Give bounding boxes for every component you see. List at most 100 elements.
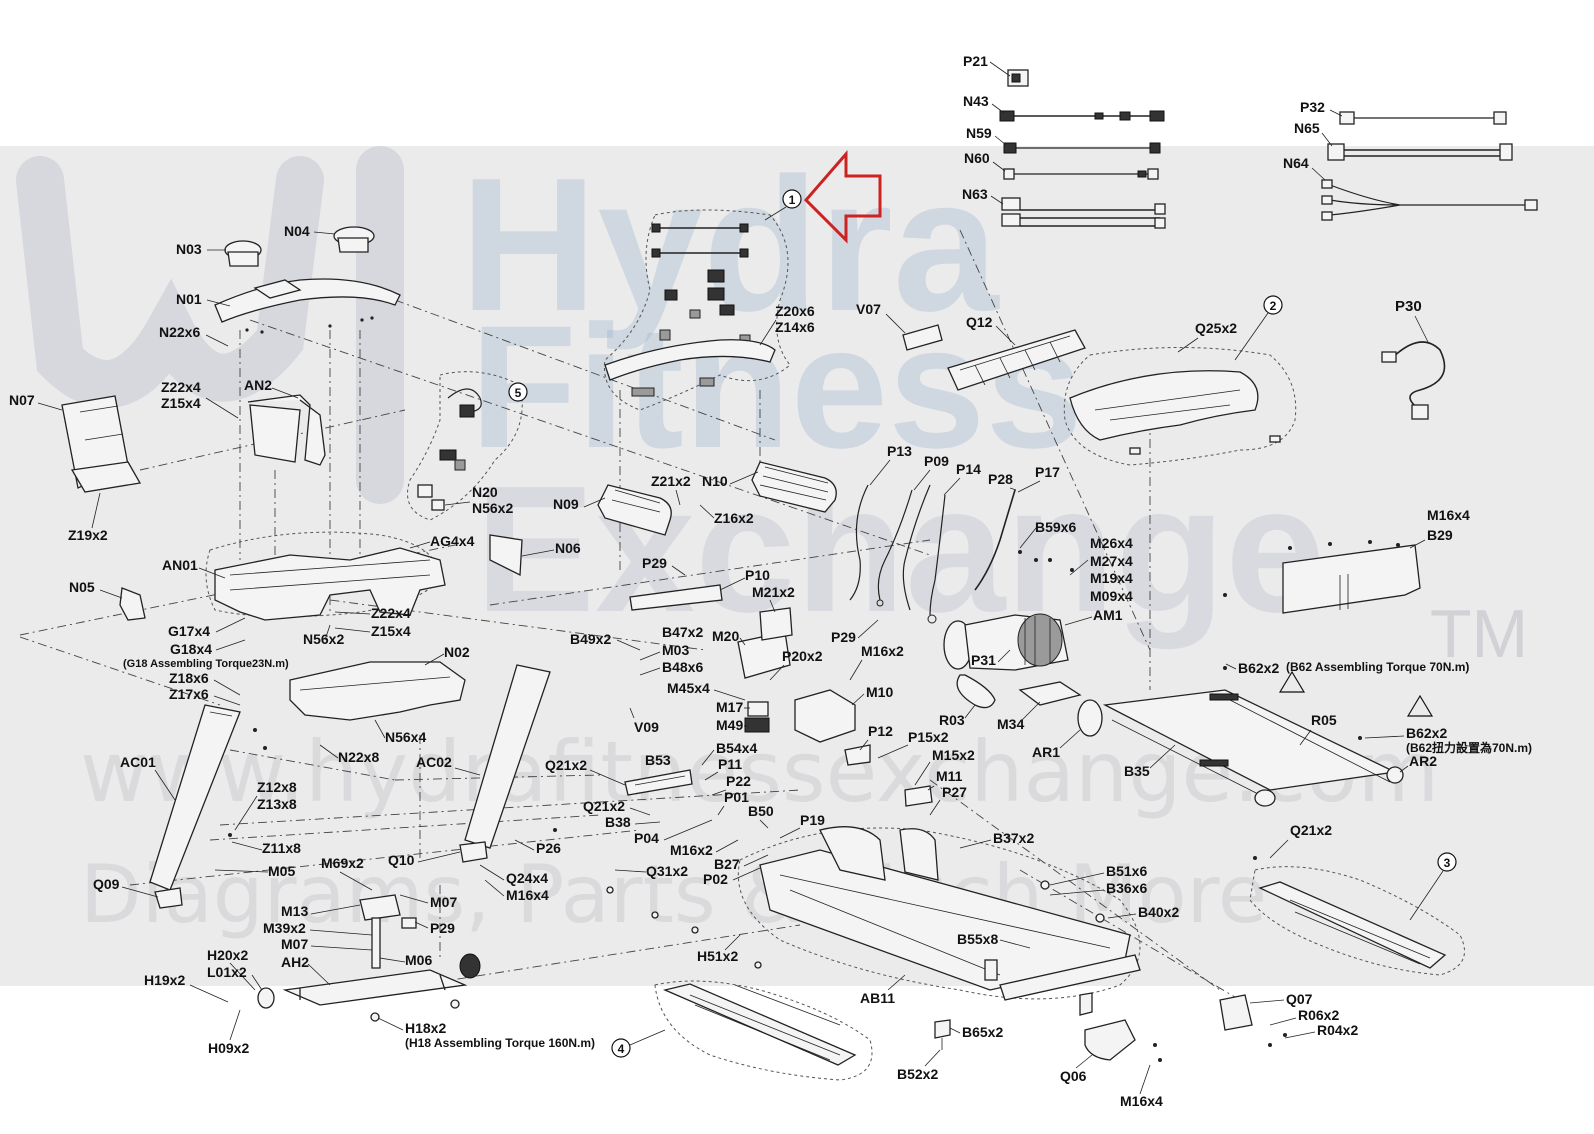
label-L01x2: L01x2	[207, 964, 247, 980]
label-B35: B35	[1124, 763, 1150, 779]
label-Q07: Q07	[1286, 991, 1313, 1007]
label-M16x2-a: M16x2	[861, 643, 904, 659]
cable-n63	[1001, 197, 1166, 229]
label-AB11: AB11	[860, 990, 895, 1006]
label-R03: R03	[939, 712, 965, 728]
label-N22x8: N22x8	[338, 749, 379, 765]
label-B27: B27	[714, 856, 740, 872]
part-an2-bracket	[247, 394, 326, 466]
highlight-arrow	[803, 149, 882, 244]
cable-n43	[999, 110, 1165, 122]
label-H09x2: H09x2	[208, 1040, 249, 1056]
part-n07-cover	[61, 395, 142, 493]
label-AC01: AC01	[120, 754, 156, 770]
cable-p21	[1007, 69, 1029, 87]
console-subassembly-1	[604, 223, 776, 397]
label-M06: M06	[405, 952, 432, 968]
label-Z16x2: Z16x2	[714, 510, 754, 526]
label-P15x2: P15x2	[908, 729, 949, 745]
callout-2: 2	[1234, 295, 1283, 361]
label-N43: N43	[963, 93, 989, 109]
drive-belt-r03	[956, 674, 996, 709]
callout-1: 1	[764, 189, 802, 221]
label-H19x2: H19x2	[144, 972, 185, 988]
part-n03	[224, 240, 262, 267]
label-P30: P30	[1395, 298, 1422, 315]
label-Q21x2-b: Q21x2	[583, 798, 625, 814]
label-N10: N10	[702, 473, 728, 489]
watermark-tm: TM	[1430, 596, 1529, 672]
label-N56x2-a: N56x2	[472, 500, 513, 516]
label-M09x4: M09x4	[1090, 588, 1133, 604]
label-N02: N02	[444, 644, 470, 660]
part-q12-grille	[947, 329, 1086, 391]
callout-4: 4	[611, 1029, 666, 1058]
label-N56x2-b: N56x2	[303, 631, 344, 647]
label-Z22x4-b: Z22x4	[371, 605, 411, 621]
label-R05: R05	[1311, 712, 1337, 728]
label-B51x6: B51x6	[1106, 863, 1147, 879]
label-P27: P27	[942, 784, 967, 800]
label-M16x4-a: M16x4	[1427, 507, 1470, 523]
running-belt-r05	[1077, 689, 1404, 807]
label-P14: P14	[956, 461, 981, 477]
label-H51x2: H51x2	[697, 948, 738, 964]
label-H18x2: H18x2	[405, 1020, 446, 1036]
label-Q25x2: Q25x2	[1195, 320, 1237, 336]
label-N56x4: N56x4	[385, 729, 426, 745]
label-B52x2: B52x2	[897, 1066, 938, 1082]
label-Q06: Q06	[1060, 1068, 1087, 1084]
label-AN2: AN2	[244, 377, 272, 393]
label-Z21x2: Z21x2	[651, 473, 691, 489]
label-M69x2: M69x2	[321, 855, 364, 871]
label-P29-c: P29	[430, 920, 455, 936]
label-Z11x8: Z11x8	[262, 840, 301, 856]
label-B48x6: B48x6	[662, 659, 703, 675]
side-rail-4	[662, 983, 857, 1066]
main-frame-ab11	[759, 826, 1141, 1001]
label-Z22x4-a: Z22x4	[161, 379, 201, 395]
label-B47x2: B47x2	[662, 624, 703, 640]
label-B40x2: B40x2	[1138, 904, 1179, 920]
part-n04	[333, 226, 375, 253]
watermark-logo	[16, 146, 404, 504]
label-P09: P09	[924, 453, 949, 469]
svg-text:5: 5	[515, 386, 522, 400]
label-G18x4: G18x4	[170, 641, 212, 657]
label-N65: N65	[1294, 120, 1320, 136]
part-n10-handle	[751, 461, 837, 513]
label-Q12: Q12	[966, 314, 993, 330]
label-AM1: AM1	[1093, 607, 1123, 623]
label-Q24x4: Q24x4	[506, 870, 548, 886]
label-P04: P04	[634, 830, 659, 846]
label-P32: P32	[1300, 99, 1325, 115]
label-P29-b: P29	[831, 629, 856, 645]
label-P10: P10	[745, 567, 770, 583]
part-labels: P21 N43 N59 N60 N63 P32 N65 N64 P30 N03 …	[9, 53, 1532, 1109]
label-M16x4-b: M16x4	[506, 887, 549, 903]
label-Q10: Q10	[388, 852, 415, 868]
label-N63: N63	[962, 186, 988, 202]
upright-ac01	[149, 704, 241, 891]
part-q10	[459, 841, 488, 863]
label-P26: P26	[536, 840, 561, 856]
part-n01-console-frame	[214, 278, 401, 334]
part-b53	[624, 769, 693, 796]
label-B62x2-b: B62x2	[1406, 725, 1447, 741]
part-q07	[1219, 994, 1253, 1031]
label-M20: M20	[712, 628, 739, 644]
cable-n59	[1003, 142, 1161, 154]
label-AH2: AH2	[281, 954, 309, 970]
label-P13: P13	[887, 443, 912, 459]
label-N07: N07	[9, 392, 35, 408]
label-B49x2: B49x2	[570, 631, 611, 647]
label-N04: N04	[284, 223, 310, 239]
part-motor-hood	[1069, 370, 1281, 455]
sensor-wires	[849, 484, 1016, 624]
label-B54x4: B54x4	[716, 740, 757, 756]
label-Z18x6: Z18x6	[169, 670, 209, 686]
label-N01: N01	[176, 291, 202, 307]
label-B62-note-a: (B62 Assembling Torque 70N.m)	[1286, 660, 1469, 674]
label-M11: M11	[936, 768, 963, 784]
